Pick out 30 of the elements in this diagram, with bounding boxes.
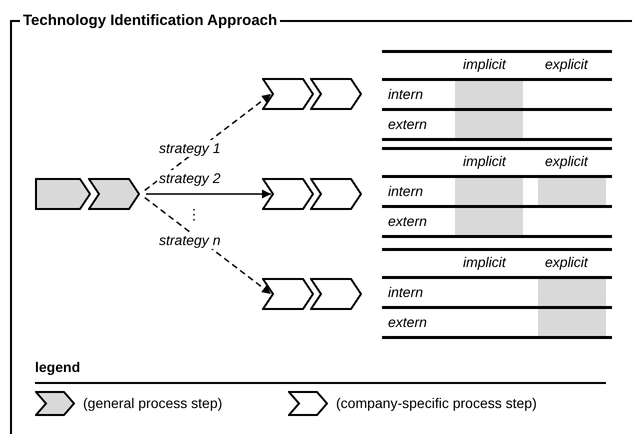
edge-label: strategy 2 [157,170,222,187]
process-chevron [310,278,362,310]
edge-label: strategy n [157,232,222,249]
column-header: explicit [545,254,588,271]
continuation-dots: ⋮ [187,206,201,223]
legend-text: (company-specific process step) [336,395,537,412]
column-header: explicit [545,56,588,73]
process-chevron [262,78,314,110]
row-header: intern [388,86,424,103]
row-header: extern [388,314,427,331]
arrow [144,197,272,295]
legend-text: (general process step) [83,395,222,412]
process-chevron [262,178,314,210]
row-header: intern [388,284,424,301]
frame-title: Technology Identification Approach [20,12,280,30]
legend-heading: legend [35,359,80,376]
process-chevron [88,178,140,210]
row-header: extern [388,116,427,133]
row-header: intern [388,183,424,200]
edge-label: strategy 1 [157,140,222,157]
process-chevron [35,178,91,210]
arrow [146,190,271,198]
column-header: implicit [463,56,506,73]
column-header: implicit [463,254,506,271]
process-chevron [310,178,362,210]
process-chevron [310,78,362,110]
column-header: explicit [545,153,588,170]
row-header: extern [388,213,427,230]
process-chevron [262,278,314,310]
column-header: implicit [463,153,506,170]
